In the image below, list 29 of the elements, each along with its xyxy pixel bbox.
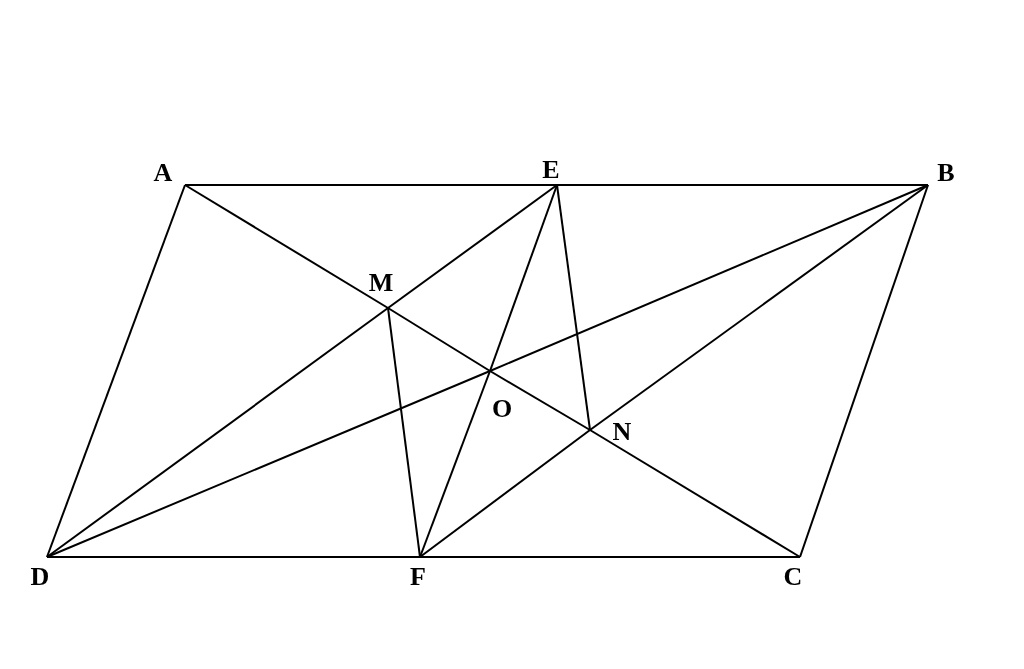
point-label: A [153, 160, 173, 186]
line-segment [46, 370, 491, 558]
point-label: D [30, 564, 50, 590]
point-label: O [491, 396, 513, 422]
line-segment [184, 184, 389, 309]
point-label: C [783, 564, 803, 590]
line-segment [489, 184, 558, 372]
line-segment [387, 184, 558, 309]
point-label: M [368, 270, 394, 296]
line-segment [799, 184, 929, 558]
line-segment [556, 184, 929, 186]
point-label: F [410, 564, 426, 590]
line-segment [419, 556, 801, 558]
line-segment [589, 184, 929, 431]
point-label: B [937, 160, 955, 186]
line-segment [556, 184, 591, 431]
line-segment [489, 370, 591, 431]
line-segment [387, 307, 491, 372]
line-segment [46, 184, 186, 558]
point-label: E [542, 157, 560, 183]
line-segment [589, 429, 801, 558]
line-segment [489, 184, 929, 372]
line-segment [184, 184, 558, 186]
line-segment [387, 307, 421, 558]
line-segment [46, 556, 421, 558]
point-label: N [612, 419, 632, 445]
line-segment [419, 370, 491, 558]
line-segment [419, 429, 591, 558]
line-segment [46, 307, 389, 558]
